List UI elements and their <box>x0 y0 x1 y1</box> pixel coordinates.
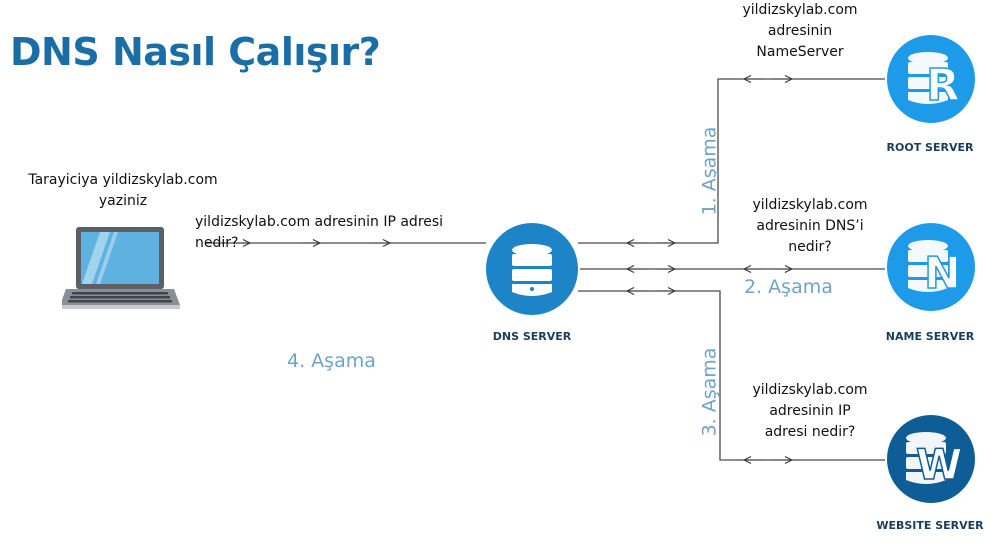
database-icon <box>887 415 975 503</box>
name-server: N <box>886 222 976 312</box>
note-line: Tarayiciya yildizskylab.com <box>28 172 218 188</box>
note-line: adresinin DNS’i <box>756 218 864 234</box>
laptop-icon <box>62 227 180 309</box>
page-title: DNS Nasıl Çalışır? <box>10 30 381 74</box>
server-letter: R <box>925 59 960 112</box>
database-icon <box>887 223 975 311</box>
stage-3-label: 3. Aşama <box>698 347 721 437</box>
root-server-label: ROOT SERVER <box>886 141 974 154</box>
server-letter: W <box>915 439 963 490</box>
note-line: adresinin IP <box>769 403 851 419</box>
dns-server <box>485 222 579 316</box>
note-line: yaziniz <box>98 193 148 209</box>
note-line: NameServer <box>756 44 844 60</box>
dns-root-line <box>578 78 885 244</box>
note-line: yildizskylab.com <box>742 2 858 18</box>
note-line: adresi nedir? <box>764 424 856 440</box>
website-server-label: WEBSITE SERVER <box>876 519 984 532</box>
dns-server-label: DNS SERVER <box>492 330 572 343</box>
note-line: yildizskylab.com <box>752 197 868 213</box>
name-server-label: NAME SERVER <box>885 330 975 343</box>
note-line: adresinin <box>767 23 833 39</box>
database-icon <box>887 35 975 123</box>
ip-question: yildizskylab.com adresinin IP adresi ned… <box>195 214 444 251</box>
browser-note: Tarayiciya yildizskylab.com yaziniz <box>28 170 218 212</box>
note-line: nedir? <box>788 239 832 255</box>
dns-website-line <box>578 290 885 461</box>
root-server: R <box>886 34 976 124</box>
stage-4-label: 4. Aşama <box>287 350 376 372</box>
root-note: yildizskylab.com adresinin NameServer <box>730 0 870 63</box>
stage-2-label: 2. Aşama <box>744 276 833 298</box>
website-server: W <box>886 414 976 504</box>
server-letter: N <box>923 247 961 300</box>
name-note: yildizskylab.com adresinin DNS’i nedir? <box>735 195 885 258</box>
database-icon <box>486 223 578 315</box>
stage-1-label: 1. Aşama <box>698 126 721 216</box>
website-note: yildizskylab.com adresinin IP adresi ned… <box>735 380 885 443</box>
note-line: yildizskylab.com <box>752 382 868 398</box>
